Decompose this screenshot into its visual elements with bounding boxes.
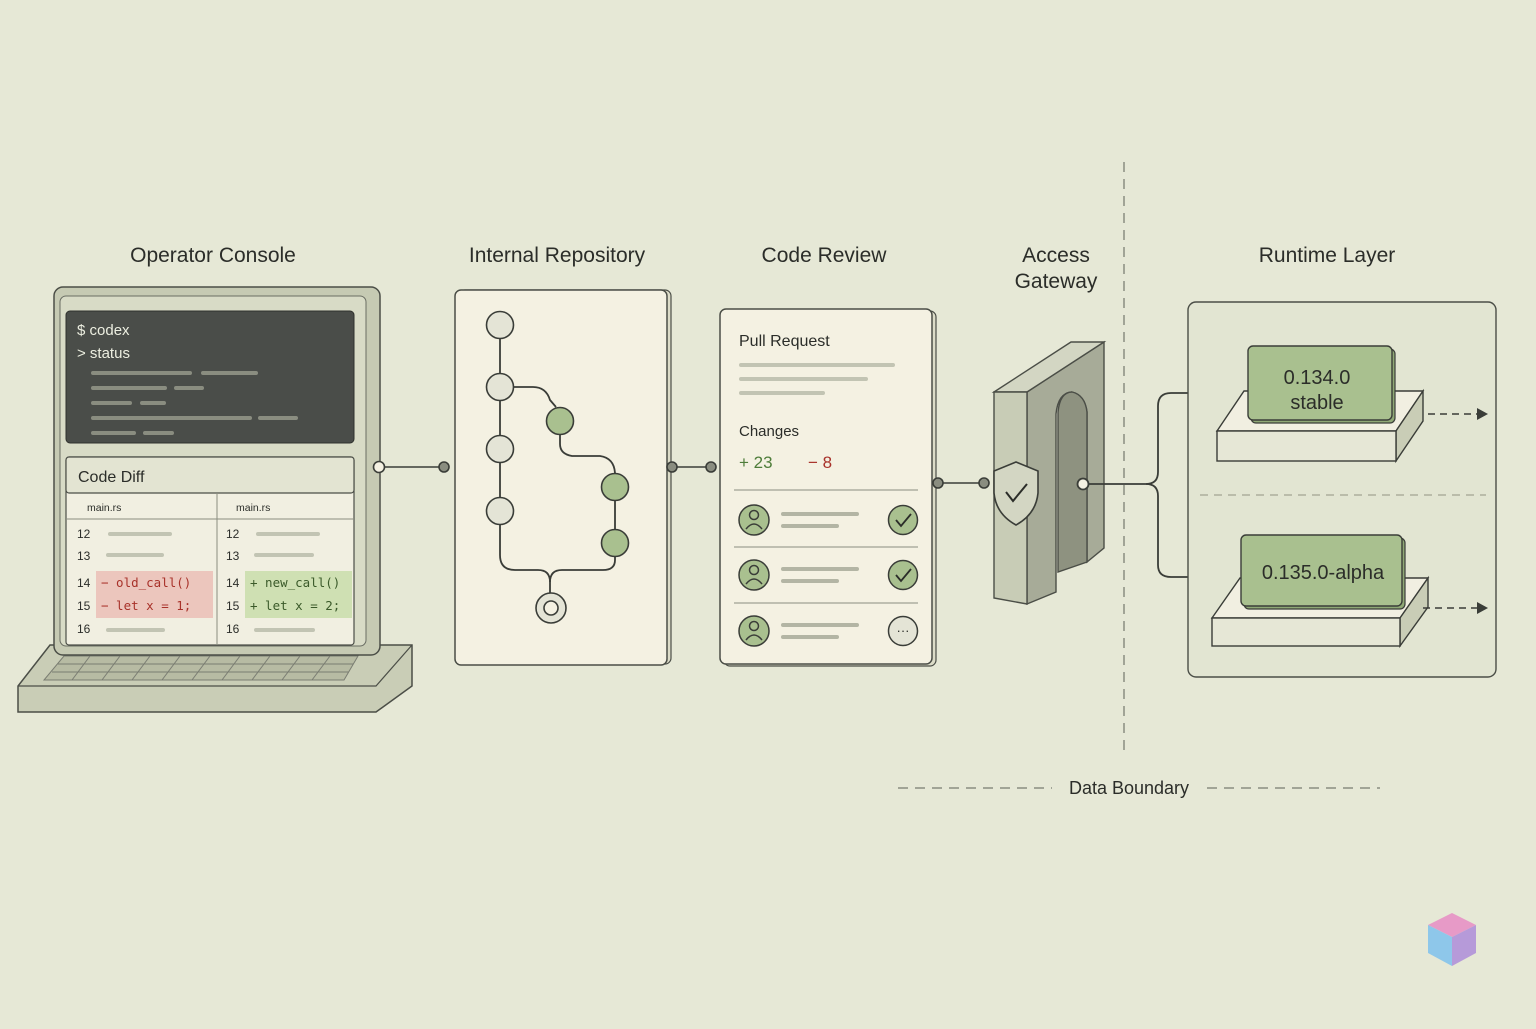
reviewer-row: ··· — [738, 615, 919, 647]
branch-commit-node — [545, 406, 575, 436]
stable-label: stable — [1290, 392, 1343, 414]
added-lines-highlight — [245, 571, 352, 618]
user-avatar-icon — [738, 615, 770, 647]
data-boundary-label: Data Boundary — [1069, 778, 1189, 798]
commit-node — [485, 310, 515, 340]
pull-request-title: Pull Request — [739, 333, 830, 350]
title-access-gateway-2: Gateway — [1015, 270, 1098, 293]
stable-release: 0.134.0 stable — [1215, 345, 1488, 464]
diff-placeholder-lines — [106, 532, 320, 632]
keyboard — [42, 655, 359, 681]
reviewer-dividers — [734, 489, 918, 604]
title-code-review: Code Review — [762, 244, 888, 267]
svg-text:12: 12 — [77, 527, 91, 541]
title-operator-console: Operator Console — [130, 244, 296, 267]
left-line-numbers: 12 13 14 15 16 — [77, 527, 91, 636]
svg-text:14: 14 — [77, 576, 91, 590]
stable-version: 0.134.0 — [1284, 367, 1351, 389]
connector-review-gateway — [932, 477, 990, 489]
added-line-1: + new_call() — [250, 575, 340, 590]
svg-text:13: 13 — [226, 549, 240, 563]
connector-console-repo — [372, 460, 450, 474]
svg-text:14: 14 — [226, 576, 240, 590]
review-panel — [719, 308, 933, 665]
connector-gateway-runtime — [1076, 384, 1234, 586]
removed-line-1: − old_call() — [101, 575, 191, 590]
svg-text:16: 16 — [226, 622, 240, 636]
right-line-numbers: 12 13 14 15 16 — [226, 527, 240, 636]
changes-label: Changes — [739, 423, 799, 440]
alpha-release: 0.135.0-alpha — [1210, 534, 1488, 649]
commit-graph-edges — [499, 339, 616, 596]
title-access-gateway-1: Access — [1022, 244, 1090, 267]
svg-text:15: 15 — [77, 599, 91, 613]
connector-repo-review — [666, 461, 717, 473]
check-circle-icon — [887, 559, 919, 591]
runtime-layer: 0.134.0 stable 0.135.0-alpha — [1187, 301, 1497, 678]
cube-logo — [1428, 913, 1476, 966]
svg-text:15: 15 — [226, 599, 240, 613]
title-internal-repository: Internal Repository — [469, 244, 646, 267]
removed-lines-highlight — [96, 571, 213, 618]
commit-node — [485, 496, 515, 526]
terminal-line-status: > status — [77, 345, 130, 362]
code-review: Pull Request Changes + 23 − 8 — [719, 308, 937, 667]
commit-node — [485, 372, 515, 402]
more-dots-icon: ··· — [887, 615, 919, 647]
operator-console: $ codex > status Code Diff main.rs main.… — [17, 286, 413, 713]
branch-commit-node — [600, 472, 630, 502]
title-runtime-layer: Runtime Layer — [1259, 244, 1396, 267]
stable-version-card — [1247, 345, 1393, 421]
right-file-name: main.rs — [236, 502, 270, 514]
reviewer-row — [738, 504, 919, 536]
shield-check-icon — [993, 461, 1039, 526]
internal-repository — [454, 289, 672, 666]
added-line-2: + let x = 2; — [250, 598, 340, 613]
terminal-line-command: $ codex — [77, 322, 130, 339]
svg-text:13: 13 — [77, 549, 91, 563]
svg-text:16: 16 — [77, 622, 91, 636]
commit-node — [485, 434, 515, 464]
deletions-count: − 8 — [808, 453, 832, 472]
commit-nodes — [485, 310, 630, 624]
user-avatar-icon — [738, 559, 770, 591]
removed-line-2: − let x = 1; — [101, 598, 191, 613]
svg-text:12: 12 — [226, 527, 240, 541]
terminal-output-lines — [91, 371, 298, 435]
branch-commit-node — [600, 528, 630, 558]
alpha-version: 0.135.0-alpha — [1262, 562, 1385, 584]
left-file-name: main.rs — [87, 502, 121, 514]
reviewer-row — [738, 559, 919, 591]
access-gateway — [991, 340, 1107, 606]
user-avatar-icon — [738, 504, 770, 536]
svg-text:···: ··· — [897, 623, 910, 638]
terminal-panel — [65, 310, 355, 444]
additions-count: + 23 — [739, 453, 773, 472]
code-diff-title: Code Diff — [78, 469, 145, 486]
pr-description-lines — [739, 363, 895, 395]
data-boundary: Data Boundary — [898, 162, 1380, 798]
check-circle-icon — [887, 504, 919, 536]
alpha-version-card — [1240, 534, 1403, 607]
